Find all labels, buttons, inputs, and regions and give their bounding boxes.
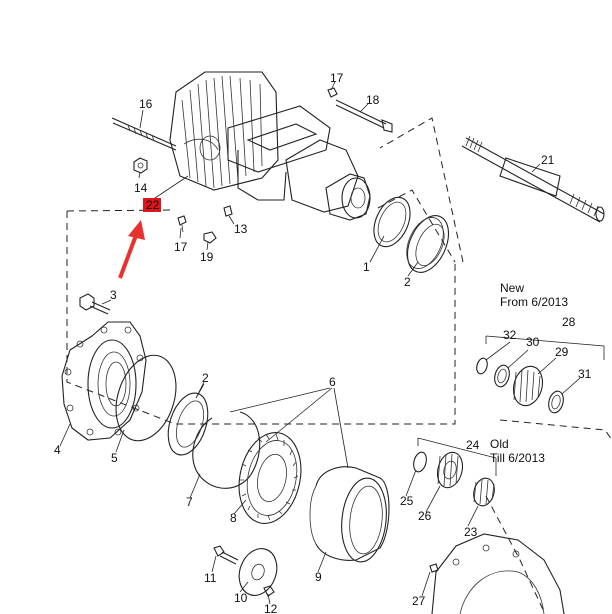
callout-22-highlight-box xyxy=(143,198,161,212)
bracket-28 xyxy=(485,335,605,360)
bolt-3 xyxy=(79,293,111,315)
callout-21: 21 xyxy=(541,153,555,167)
snap-ring-7 xyxy=(192,411,261,489)
plug-27 xyxy=(429,563,439,573)
callout-1: 1 xyxy=(363,260,370,274)
red-arrow-icon xyxy=(118,220,145,279)
callout-29: 29 xyxy=(555,345,569,359)
bolt-16 xyxy=(111,117,177,151)
ring-gear-9 xyxy=(309,466,390,563)
callout-2-lower: 2 xyxy=(202,371,209,385)
old-version-label: Old xyxy=(490,437,509,451)
callout-2-top: 2 xyxy=(404,275,411,289)
pin-13 xyxy=(223,205,233,217)
hub-4 xyxy=(61,321,147,441)
version-notes: New From 6/2013 Old Till 6/2013 xyxy=(490,281,568,465)
callout-4: 4 xyxy=(54,443,61,457)
thrust-washer-10 xyxy=(238,548,278,596)
ring-1 xyxy=(373,196,411,248)
lower-housing-partial xyxy=(431,533,565,614)
callout-14: 14 xyxy=(134,181,148,195)
callout-8: 8 xyxy=(230,511,237,525)
nut-14 xyxy=(133,157,148,174)
callout-18: 18 xyxy=(366,93,380,107)
new-version-date: From 6/2013 xyxy=(500,295,568,309)
callout-16: 16 xyxy=(139,97,153,111)
snap-ring-32 xyxy=(476,357,488,375)
callout-labels: 16 14 17 18 21 17 19 13 1 2 3 4 5 2 6 7 … xyxy=(54,71,592,614)
callout-27: 27 xyxy=(412,594,426,608)
bearing-cup-2-top xyxy=(406,215,450,273)
final-drive-housing xyxy=(169,71,371,221)
callout-13: 13 xyxy=(234,222,248,236)
callout-9: 9 xyxy=(315,570,322,584)
callout-28: 28 xyxy=(562,315,576,329)
bolt-11 xyxy=(213,545,239,565)
bracket-24 xyxy=(417,437,497,476)
bearing-cup-2-lower xyxy=(167,392,209,456)
callout-6: 6 xyxy=(329,375,336,389)
callout-17-bottom: 17 xyxy=(174,240,188,254)
leader-lines xyxy=(59,81,581,605)
nut-12 xyxy=(263,585,275,597)
callout-11: 11 xyxy=(204,571,217,585)
old-version-date: Till 6/2013 xyxy=(490,451,545,465)
callout-17-top: 17 xyxy=(330,71,344,85)
callout-5: 5 xyxy=(111,451,118,465)
new-version-label: New xyxy=(500,281,524,295)
callout-7: 7 xyxy=(186,495,193,509)
bolt-18 xyxy=(335,99,393,133)
ring-gear-8 xyxy=(238,432,302,524)
callout-30: 30 xyxy=(526,335,540,349)
plug-17-top xyxy=(327,87,338,98)
callout-31: 31 xyxy=(578,367,592,381)
callout-10: 10 xyxy=(234,591,248,605)
callout-24: 24 xyxy=(466,438,480,452)
plug-17-bottom xyxy=(177,215,187,233)
washer-30 xyxy=(494,364,510,388)
washer-31 xyxy=(548,390,564,414)
callout-3: 3 xyxy=(110,288,117,302)
roller-bearing-26 xyxy=(436,451,464,489)
roller-bearing-23 xyxy=(473,477,495,507)
callout-19: 19 xyxy=(200,250,214,264)
roller-bearing-29 xyxy=(512,365,544,407)
callout-12: 12 xyxy=(264,602,278,614)
o-ring-5 xyxy=(115,354,177,442)
callout-26: 26 xyxy=(418,509,432,523)
shaft-21 xyxy=(461,135,605,223)
plug-19 xyxy=(203,231,217,244)
callout-22: 22 xyxy=(146,198,160,212)
snap-ring-25 xyxy=(413,451,427,473)
callout-25: 25 xyxy=(400,494,414,508)
highlighted-callout-22: 22 xyxy=(118,175,189,279)
callout-23: 23 xyxy=(464,525,478,539)
callout-32: 32 xyxy=(503,328,517,342)
